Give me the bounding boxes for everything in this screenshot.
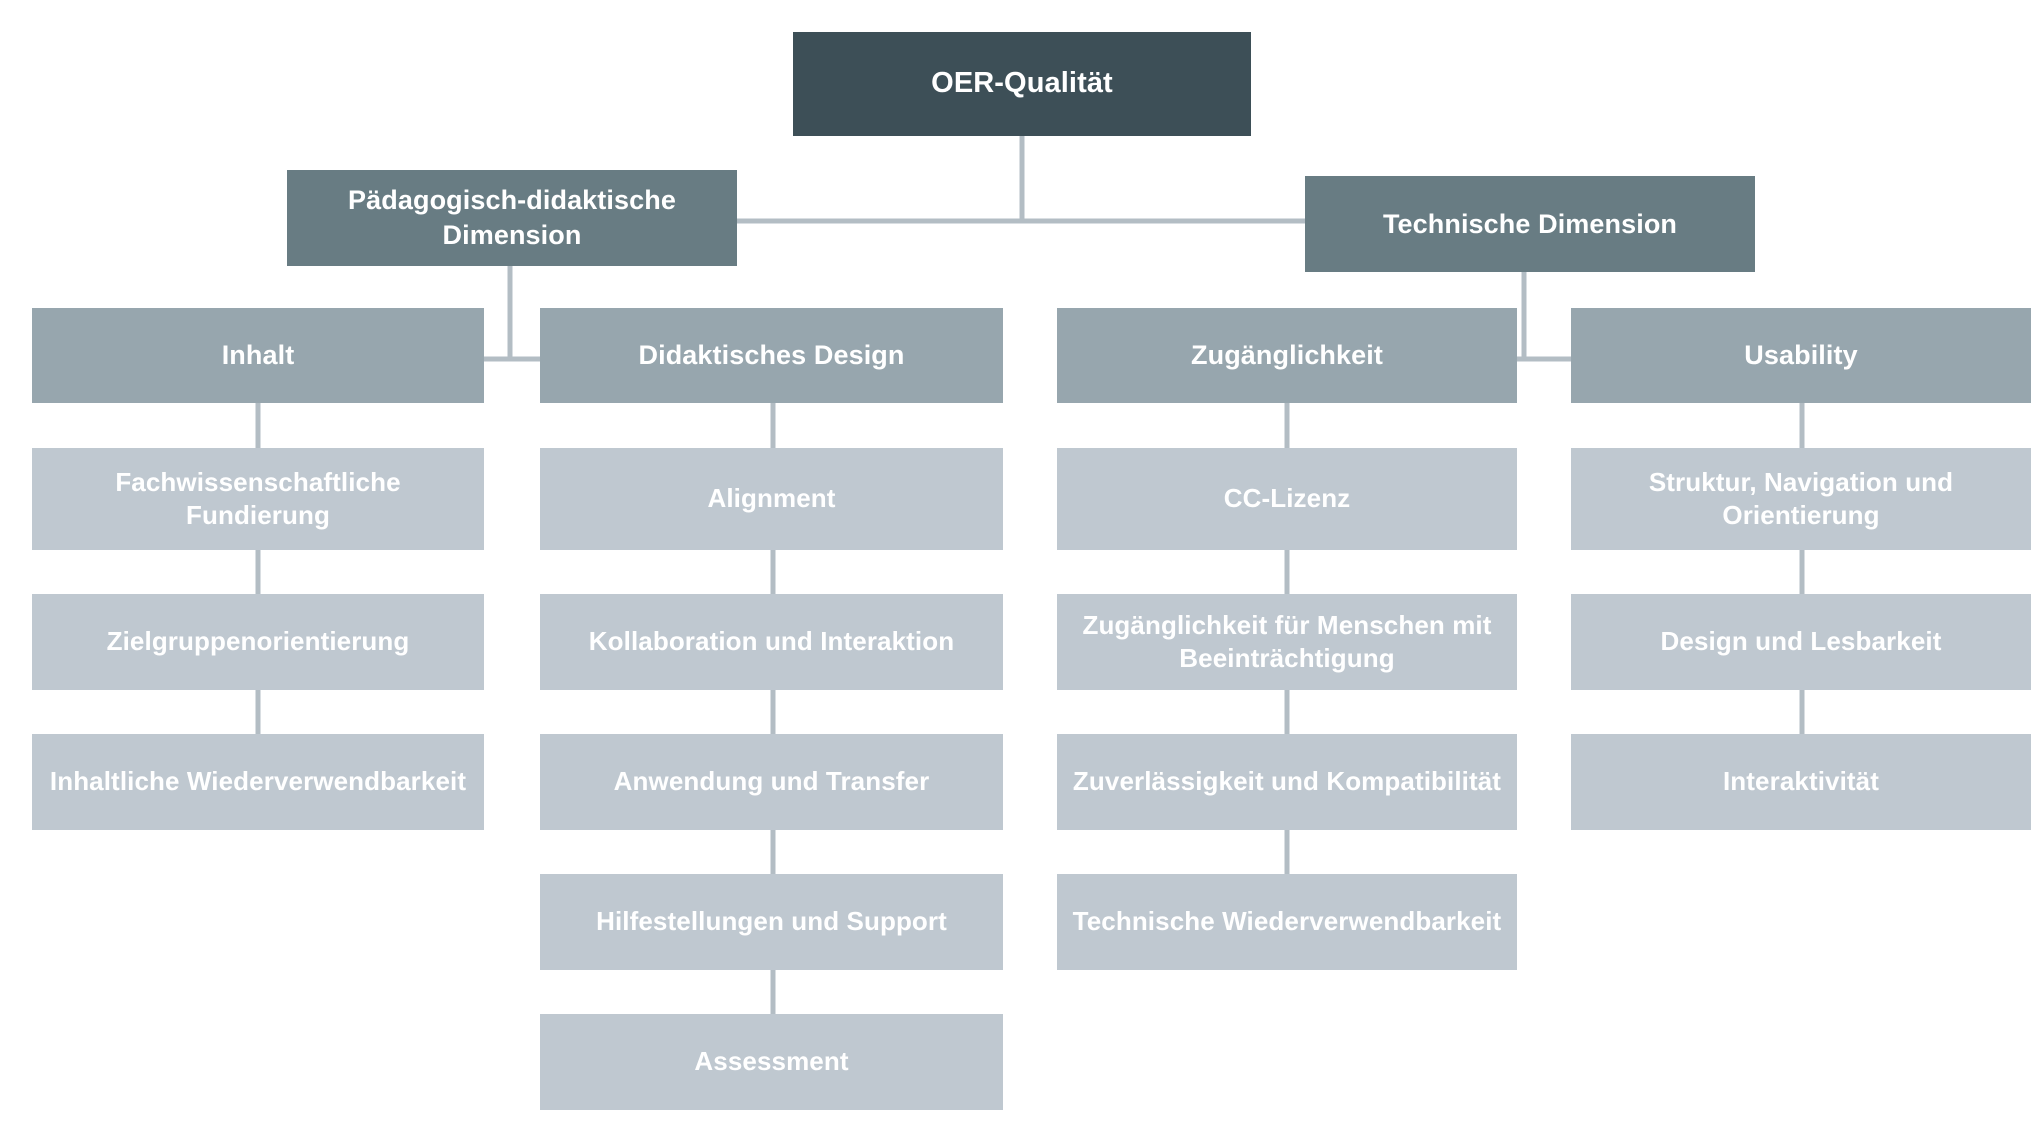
node-category-didaktisches-design[interactable]: Didaktisches Design	[540, 308, 1003, 403]
leaf-assessment-label: Assessment	[694, 1046, 849, 1077]
leaf-cc-lizenz-label: CC-Lizenz	[1223, 483, 1351, 514]
leaf-zielgruppenorientierung[interactable]: Zielgruppenorientierung	[32, 594, 484, 690]
node-category-zugaenglichkeit-label: Zugänglichkeit	[1191, 340, 1383, 371]
leaf-zielgruppenorientierung-label: Zielgruppenorientierung	[106, 626, 410, 657]
node-root[interactable]: OER-Qualität	[793, 32, 1251, 136]
leaf-zuverlaessigkeit-und-kompatibilitaet[interactable]: Zuverlässigkeit und Kompatibilität	[1057, 734, 1517, 830]
leaf-alignment[interactable]: Alignment	[540, 448, 1003, 550]
node-category-usability[interactable]: Usability	[1571, 308, 2031, 403]
node-category-zugaenglichkeit[interactable]: Zugänglichkeit	[1057, 308, 1517, 403]
leaf-kollaboration-und-interaktion[interactable]: Kollaboration und Interaktion	[540, 594, 1003, 690]
node-category-inhalt[interactable]: Inhalt	[32, 308, 484, 403]
leaf-anwendung-und-transfer[interactable]: Anwendung und Transfer	[540, 734, 1003, 830]
leaf-fachwissenschaftliche-fundierung-label: Fachwissenschaftliche Fundierung	[115, 466, 401, 530]
leaf-assessment[interactable]: Assessment	[540, 1014, 1003, 1110]
leaf-technische-wiederverwendbarkeit-label: Technische Wiederverwendbarkeit	[1072, 906, 1502, 937]
leaf-zugaenglichkeit-fuer-menschen-mit-beeintraechtigung[interactable]: Zugänglichkeit für Menschen mit Beeinträ…	[1057, 594, 1517, 690]
leaf-fachwissenschaftliche-fundierung[interactable]: Fachwissenschaftliche Fundierung	[32, 448, 484, 550]
node-category-inhalt-label: Inhalt	[221, 340, 295, 371]
leaf-struktur-navigation-und-orientierung[interactable]: Struktur, Navigation und Orientierung	[1571, 448, 2031, 550]
leaf-interaktivitaet[interactable]: Interaktivität	[1571, 734, 2031, 830]
leaf-zugaenglichkeit-fuer-menschen-mit-beeintraechtigung-label: Zugänglichkeit für Menschen mit Beeinträ…	[1082, 609, 1492, 673]
node-dimension-pedagogical[interactable]: Pädagogisch-didaktische Dimension	[287, 170, 737, 266]
leaf-hilfestellungen-und-support-label: Hilfestellungen und Support	[596, 906, 947, 937]
leaf-inhaltliche-wiederverwendbarkeit-label: Inhaltliche Wiederverwendbarkeit	[49, 766, 467, 797]
node-category-usability-label: Usability	[1744, 340, 1858, 371]
leaf-alignment-label: Alignment	[707, 483, 836, 514]
leaf-cc-lizenz[interactable]: CC-Lizenz	[1057, 448, 1517, 550]
leaf-inhaltliche-wiederverwendbarkeit[interactable]: Inhaltliche Wiederverwendbarkeit	[32, 734, 484, 830]
leaf-interaktivitaet-label: Interaktivität	[1722, 766, 1879, 797]
node-dimension-pedagogical-label: Pädagogisch-didaktische Dimension	[348, 185, 676, 250]
node-dimension-technical[interactable]: Technische Dimension	[1305, 176, 1755, 272]
node-dimension-technical-label: Technische Dimension	[1382, 208, 1678, 239]
leaf-design-und-lesbarkeit[interactable]: Design und Lesbarkeit	[1571, 594, 2031, 690]
node-category-didaktisches-design-label: Didaktisches Design	[638, 340, 905, 371]
node-root-label: OER-Qualität	[931, 67, 1113, 100]
leaf-technische-wiederverwendbarkeit[interactable]: Technische Wiederverwendbarkeit	[1057, 874, 1517, 970]
leaf-zuverlaessigkeit-und-kompatibilitaet-label: Zuverlässigkeit und Kompatibilität	[1072, 766, 1502, 797]
leaf-hilfestellungen-und-support[interactable]: Hilfestellungen und Support	[540, 874, 1003, 970]
leaf-struktur-navigation-und-orientierung-label: Struktur, Navigation und Orientierung	[1648, 466, 1954, 530]
leaf-anwendung-und-transfer-label: Anwendung und Transfer	[613, 766, 930, 797]
leaf-kollaboration-und-interaktion-label: Kollaboration und Interaktion	[588, 626, 955, 657]
leaf-design-und-lesbarkeit-label: Design und Lesbarkeit	[1660, 626, 1942, 657]
